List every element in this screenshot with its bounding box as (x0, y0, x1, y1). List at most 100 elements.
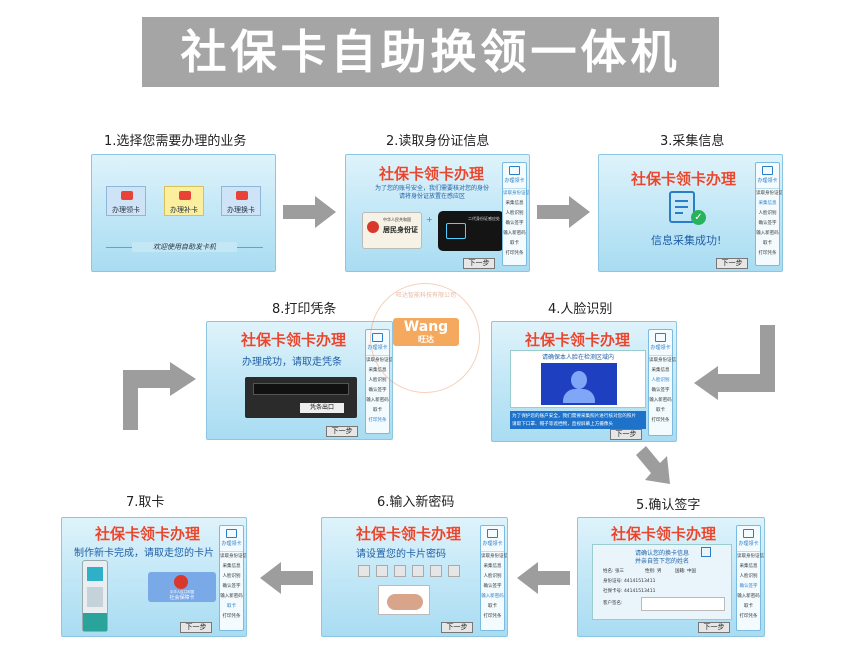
step4-screen: 社保卡领卡办理 请确保本人脸在检测区域内 为了保护您的账户安全，我们需要采集照片… (491, 321, 677, 442)
step3-screen: 社保卡领卡办理 ✓ 信息采集成功! 下一步 办理领卡 读取身份证信息 采集信息 … (598, 154, 783, 272)
screen-message: 请设置您的卡片密码 (356, 549, 446, 560)
step7-screen: 社保卡领卡办理 制作新卡完成，请取走您的卡片 中华人民共和国 社会保障卡 下一步… (61, 517, 247, 637)
document-icon (655, 333, 666, 342)
card-option-label: 办理补卡 (170, 206, 198, 214)
sidebar-item: 取卡 (656, 408, 665, 413)
screen-title: 社保卡领卡办理 (241, 331, 347, 349)
confirm-panel: 请确认您的换卡信息 并亲自签下您的姓名 姓名: 张三 性别: 男 国籍: 中国 … (592, 544, 732, 620)
next-button[interactable]: 下一步 (716, 258, 748, 269)
sidebar-item: 取卡 (373, 408, 382, 413)
sidebar-item: 输入新密码 (220, 594, 243, 599)
page-banner-title: 社保卡自助换领一体机 (142, 17, 719, 87)
document-icon (743, 529, 754, 538)
arrow-right-icon (283, 196, 336, 228)
sidebar-item: 采集信息 (483, 564, 502, 569)
info-field: 国籍: 中国 (675, 569, 696, 574)
password-digit-box[interactable] (430, 565, 442, 577)
sidebar: 办理领卡 读取身份证信息 采集信息 人脸识别 确认签字 输入新密码 取卡 打印凭… (648, 329, 676, 436)
password-digit-box[interactable] (358, 565, 370, 577)
step6-label: 6.输入新密码 (377, 495, 455, 510)
card-chip-icon (236, 191, 248, 200)
sidebar-item: 人脸识别 (368, 378, 387, 383)
id-reader-image: 二代身份证感应处 (438, 211, 504, 251)
sidebar-item: 输入新密码 (503, 231, 526, 236)
sidebar-item: 读取身份证信息 (756, 191, 783, 196)
step7-label: 7.取卡 (126, 495, 165, 510)
info-field: 身份证号: 44141513411 (603, 579, 656, 584)
sidebar-item: 打印凭条 (758, 251, 777, 256)
step8-screen: 社保卡领卡办理 办理成功，请取走凭条 凭条出口 下一步 办理领卡 读取身份证信息… (206, 321, 393, 440)
sidebar-item: 输入新密码 (366, 398, 389, 403)
keypad-hands-image (378, 585, 430, 615)
success-check-icon: ✓ (691, 210, 706, 225)
step2-screen: 社保卡领卡办理 为了您的账号安全，我们需要核对您的身份 请将身份证放置在感应区 … (345, 154, 530, 272)
sidebar-item: 采集信息 (505, 201, 524, 206)
card-option-exchange[interactable]: 办理换卡 (221, 186, 261, 216)
sidebar-item: 采集信息 (651, 368, 670, 373)
sidebar-head: 办理领卡 (738, 541, 759, 547)
sidebar-item: 确认签字 (505, 221, 524, 226)
sidebar-head: 办理领卡 (504, 178, 525, 184)
emblem-icon (174, 575, 188, 589)
info-field: 姓名: 张三 (603, 569, 624, 574)
slot-label: 凭条出口 (300, 403, 344, 413)
info-field: 性别: 男 (645, 569, 662, 574)
sidebar-item: 打印凭条 (483, 614, 502, 619)
next-button[interactable]: 下一步 (441, 622, 473, 633)
sidebar-head: 办理领卡 (221, 541, 242, 547)
watermark-logo-sub: 旺达 (418, 335, 434, 344)
sidebar-item: 读取身份证信息 (737, 554, 764, 559)
welcome-text: 欢迎使用自助发卡机 (132, 242, 237, 252)
sidebar-item: 读取身份证信息 (503, 191, 530, 196)
password-digit-box[interactable] (448, 565, 460, 577)
id-card-title: 居民身份证 (383, 226, 418, 234)
info-field: 社保卡号: 44141513411 (603, 589, 656, 594)
sidebar: 办理领卡 读取身份证信息 采集信息 人脸识别 确认签字 输入新密码 取卡 打印凭… (502, 162, 530, 266)
notice-text: 为了保护您的账户安全，我们需要采集照片进行核对您的照片 请取下口罩、帽子等遮挡物… (510, 411, 646, 429)
card-option-apply[interactable]: 办理领卡 (106, 186, 146, 216)
sidebar-head: 办理领卡 (482, 541, 503, 547)
sidebar-item: 打印凭条 (368, 418, 387, 423)
card-option-label: 办理领卡 (112, 206, 140, 214)
screen-message: 办理成功，请取走凭条 (242, 357, 342, 368)
document-icon (762, 166, 773, 175)
password-digit-box[interactable] (394, 565, 406, 577)
card-option-replace[interactable]: 办理补卡 (164, 186, 204, 216)
password-digit-box[interactable] (412, 565, 424, 577)
password-digit-box[interactable] (376, 565, 388, 577)
sidebar-item: 确认签字 (483, 584, 502, 589)
next-button[interactable]: 下一步 (610, 429, 642, 440)
next-button[interactable]: 下一步 (180, 622, 212, 633)
id-card-image: 中华人民共和国 居民身份证 (362, 212, 422, 249)
face-preview (541, 363, 617, 405)
watermark-seal: Wang 旺达 旺达智能科技有限公司 (370, 283, 480, 393)
sidebar-item: 确认签字 (651, 388, 670, 393)
screen-title: 社保卡领卡办理 (95, 525, 201, 543)
card-chip-icon (121, 191, 133, 200)
arrow-down-left-icon (694, 325, 775, 400)
screen-title: 社保卡领卡办理 (525, 331, 631, 349)
sidebar-item: 采集信息 (368, 368, 387, 373)
sidebar: 办理领卡 读取身份证信息 采集信息 人脸识别 确认签字 输入新密码 取卡 打印凭… (755, 162, 783, 266)
arrow-diagonal-icon (636, 446, 670, 484)
reader-label: 二代身份证感应处 (468, 216, 500, 221)
edit-icon (701, 547, 711, 557)
sidebar-item: 输入新密码 (649, 398, 672, 403)
sidebar-item: 取卡 (744, 604, 753, 609)
sidebar-item: 取卡 (763, 241, 772, 246)
sidebar-item: 人脸识别 (651, 378, 670, 383)
signature-field[interactable] (641, 597, 725, 611)
plus-icon: + (426, 215, 433, 224)
card-option-label: 办理换卡 (227, 206, 255, 214)
screen-title: 社保卡领卡办理 (356, 525, 462, 543)
sidebar-item: 读取身份证信息 (649, 358, 676, 363)
social-security-card-image: 中华人民共和国 社会保障卡 (148, 572, 216, 602)
sidebar-item: 采集信息 (739, 564, 758, 569)
next-button[interactable]: 下一步 (698, 622, 730, 633)
next-button[interactable]: 下一步 (326, 426, 358, 437)
sidebar-item: 采集信息 (222, 564, 241, 569)
screen-message: 制作新卡完成，请取走您的卡片 (74, 548, 214, 559)
next-button[interactable]: 下一步 (463, 258, 495, 269)
screen-message-2: 并亲自签下您的姓名 (634, 558, 689, 565)
screen-title: 社保卡领卡办理 (631, 170, 737, 188)
